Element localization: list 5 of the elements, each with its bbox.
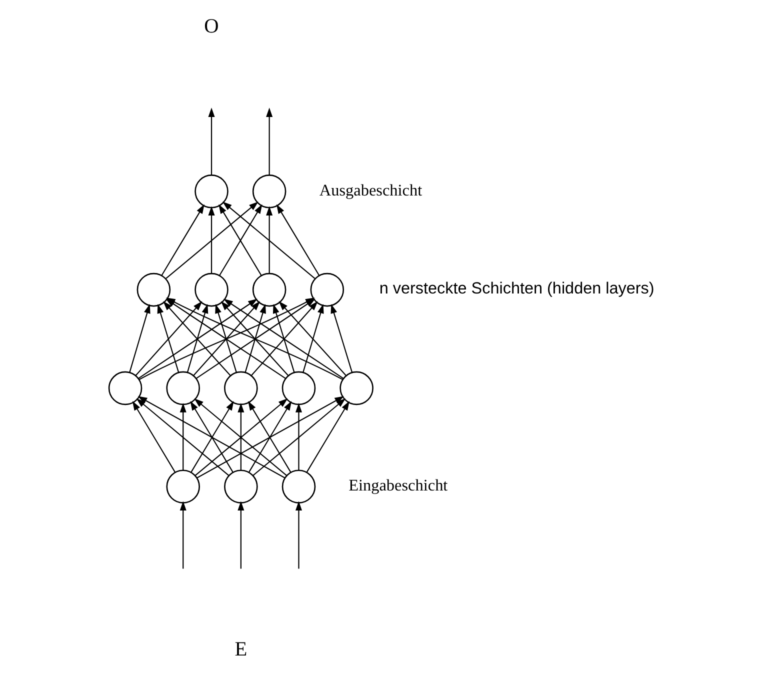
label: E: [234, 638, 248, 661]
label: n versteckte Schichten (hidden layers): [379, 280, 654, 298]
label: Ausgabeschicht: [319, 181, 422, 200]
label: Eingabeschicht: [348, 476, 448, 494]
label: O: [204, 15, 219, 38]
